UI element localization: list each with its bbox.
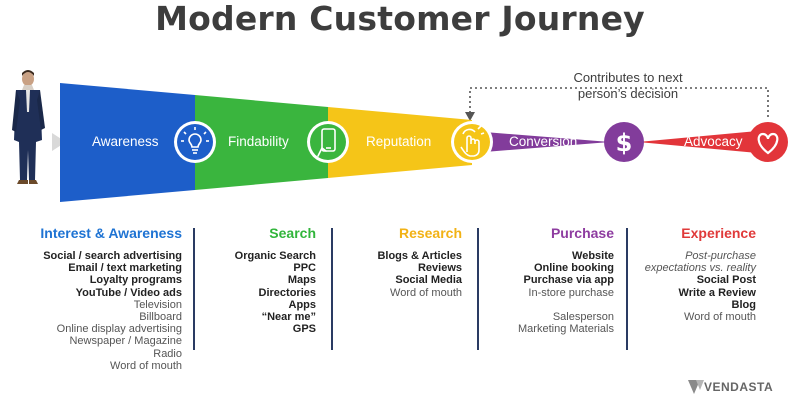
stage-icon-awareness xyxy=(174,121,216,163)
list-item: Word of mouth xyxy=(684,311,756,324)
stage-label-awareness: Awareness xyxy=(92,134,159,149)
list-item: Blog xyxy=(731,298,756,311)
list-item: Marketing Materials xyxy=(518,323,614,336)
stage-label-findability: Findability xyxy=(228,134,289,149)
column-heading: Interest & Awareness xyxy=(40,225,182,241)
column-divider xyxy=(477,228,479,350)
list-item: Word of mouth xyxy=(110,359,182,372)
list-item: In-store purchase xyxy=(528,286,614,299)
list-item: Purchase via app xyxy=(523,274,615,287)
stage-label-advocacy: Advocacy xyxy=(684,134,743,149)
vendasta-logo-icon xyxy=(688,380,704,394)
list-item: Blogs & Articles xyxy=(377,250,462,262)
list-item: Maps xyxy=(287,274,316,287)
heart-icon xyxy=(757,132,779,155)
column-heading: Research xyxy=(398,225,462,241)
column-interest-awareness: Interest & Awareness Social / search adv… xyxy=(40,224,182,372)
list-item: Billboard xyxy=(139,311,182,324)
list-item: “Near me” xyxy=(261,311,316,324)
list-spacer xyxy=(494,299,614,311)
list-item: Directories xyxy=(258,286,316,299)
segment-reputation xyxy=(328,107,472,178)
segment-conversion xyxy=(472,131,610,153)
list-item: Write a Review xyxy=(678,286,756,299)
list-item: Loyalty programs xyxy=(89,274,182,287)
stage-label-reputation: Reputation xyxy=(366,134,432,149)
list-item: PPC xyxy=(293,262,316,275)
lightbulb-icon xyxy=(181,127,209,154)
column-heading: Experience xyxy=(681,225,756,241)
hand-tap-icon xyxy=(460,125,485,157)
list-item: YouTube / Video ads xyxy=(75,286,182,299)
segment-findability xyxy=(195,95,328,190)
segment-awareness xyxy=(60,83,195,202)
stage-icon-conversion: $ xyxy=(604,122,644,162)
list-item: Website xyxy=(572,250,614,262)
column-divider xyxy=(331,228,333,350)
list-item: Radio xyxy=(153,347,182,360)
stage-icon-advocacy xyxy=(748,122,788,162)
list-item: Social Post xyxy=(696,274,756,287)
list-item: Email / text marketing xyxy=(68,262,182,275)
column-heading: Purchase xyxy=(550,225,614,241)
list-item: Online booking xyxy=(533,262,614,275)
list-item: Television xyxy=(133,298,182,311)
list-item: Word of mouth xyxy=(390,286,462,299)
list-item: expectations vs. reality xyxy=(644,262,756,275)
list-item: Apps xyxy=(288,298,317,311)
segment-advocacy xyxy=(638,130,768,154)
column-heading: Search xyxy=(269,225,316,241)
list-item: Online display advertising xyxy=(56,323,182,336)
stage-icon-findability xyxy=(307,121,349,163)
businessman-figure xyxy=(12,70,66,184)
feedback-note: Contributes to next person’s decision xyxy=(573,70,683,101)
list-item: Social / search advertising xyxy=(43,250,182,262)
list-item: Organic Search xyxy=(234,250,316,262)
stage-icon-reputation xyxy=(451,121,493,163)
page-title: Modern Customer Journey xyxy=(155,0,645,38)
dollar-icon: $ xyxy=(616,129,633,157)
list-item: Salesperson xyxy=(552,310,614,323)
brand-wordmark: VENDASTA xyxy=(704,380,774,394)
column-divider xyxy=(626,228,628,350)
list-item: Newspaper / Magazine xyxy=(69,335,182,348)
smartphone-icon xyxy=(317,128,336,157)
list-item: Social Media xyxy=(395,274,462,287)
stage-label-conversion: Conversion xyxy=(509,134,578,149)
column-divider xyxy=(193,228,195,350)
list-item: GPS xyxy=(292,323,316,336)
feedback-arrow xyxy=(465,87,769,121)
list-item: Reviews xyxy=(417,262,462,275)
list-item: Post-purchase xyxy=(685,250,756,262)
